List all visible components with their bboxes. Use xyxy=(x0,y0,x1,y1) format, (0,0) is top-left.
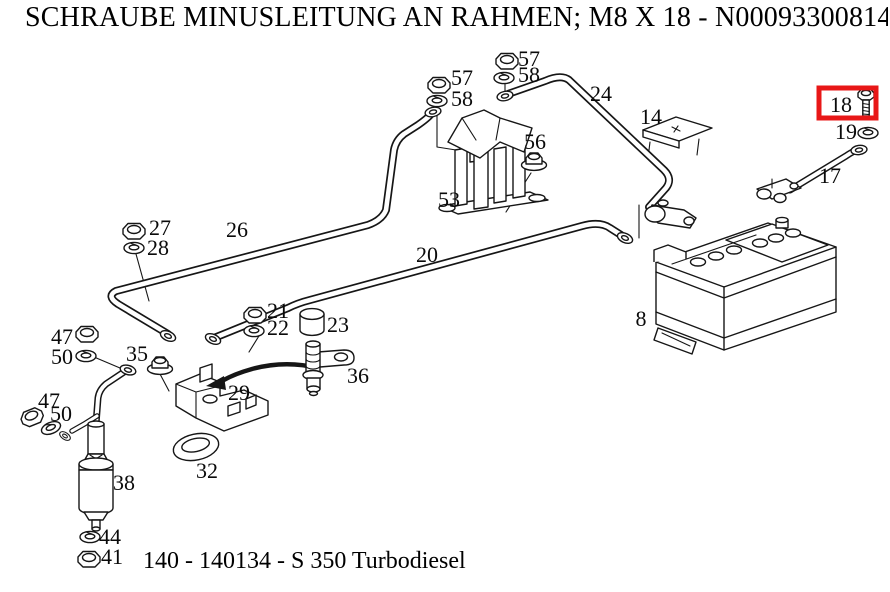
part-label-21[interactable]: 21 xyxy=(267,298,289,323)
part-label-47[interactable]: 47 xyxy=(38,388,60,413)
part-label-20[interactable]: 20 xyxy=(416,242,438,267)
part-label-47[interactable]: 47 xyxy=(51,324,73,349)
part-label-26[interactable]: 26 xyxy=(226,217,248,242)
part-41-nut xyxy=(77,550,101,568)
part-58-washer xyxy=(493,71,515,85)
part-label-57[interactable]: 57 xyxy=(518,46,540,71)
part-label-50[interactable]: 50 xyxy=(51,344,73,369)
part-53-holder xyxy=(438,109,549,215)
page-title: SCHRAUBE MINUSLEITUNG AN RAHMEN; M8 X 18… xyxy=(25,3,888,33)
part-22-washer xyxy=(243,324,265,338)
part-28-washer xyxy=(123,241,145,255)
part-label-27[interactable]: 27 xyxy=(149,215,171,240)
part-47-nut xyxy=(75,325,99,343)
part-label-36[interactable]: 36 xyxy=(347,363,369,388)
part-label-38[interactable]: 38 xyxy=(113,470,135,495)
part-57-nut xyxy=(427,76,451,94)
part-label-14[interactable]: 14 xyxy=(640,104,662,129)
cable-24 xyxy=(504,73,673,211)
part-label-53[interactable]: 53 xyxy=(438,187,460,212)
leader-lines xyxy=(93,83,700,392)
part-21-nut xyxy=(243,306,267,324)
part-label-29[interactable]: 29 xyxy=(228,380,250,405)
cable-17-clamp xyxy=(756,178,802,204)
cable-to-suppressor xyxy=(69,368,128,434)
part-label-50[interactable]: 50 xyxy=(50,401,72,426)
pointer-arrow xyxy=(206,361,321,390)
part-label-8[interactable]: 8 xyxy=(636,306,647,331)
part-label-18[interactable]: 18 xyxy=(830,92,852,117)
part-label-57[interactable]: 57 xyxy=(451,65,473,90)
part-27-nut xyxy=(122,222,146,240)
part-18-screw xyxy=(857,87,875,117)
highlight-box xyxy=(816,85,879,121)
part-label-41[interactable]: 41 xyxy=(101,544,123,569)
part-label-24[interactable]: 24 xyxy=(590,81,612,106)
part-36-stud xyxy=(302,340,355,397)
part-label-19[interactable]: 19 xyxy=(835,119,857,144)
part-label-58[interactable]: 58 xyxy=(451,86,473,111)
part-58-washer xyxy=(426,94,448,108)
part-label-22[interactable]: 22 xyxy=(267,315,289,340)
diagram-caption: 140 - 140134 - S 350 Turbodiesel xyxy=(143,548,466,574)
part-label-56[interactable]: 56 xyxy=(524,129,546,154)
part-57-nut xyxy=(495,52,519,70)
part-label-28[interactable]: 28 xyxy=(147,235,169,260)
part-19-washer xyxy=(857,126,879,140)
part-29-bracket xyxy=(175,363,269,432)
part-23-cap xyxy=(299,307,325,337)
part-label-23[interactable]: 23 xyxy=(327,312,349,337)
cable-26 xyxy=(107,110,435,338)
part-label-32[interactable]: 32 xyxy=(196,458,218,483)
cable-24-clamp xyxy=(644,199,697,229)
battery xyxy=(653,216,837,355)
part-label-44[interactable]: 44 xyxy=(99,524,121,549)
part-label-58[interactable]: 58 xyxy=(518,62,540,87)
part-label-35[interactable]: 35 xyxy=(126,341,148,366)
cable-20 xyxy=(210,219,625,342)
part-38-suppressor xyxy=(78,420,114,532)
part-35-flange-nut xyxy=(146,356,174,376)
part-50-washer xyxy=(75,349,97,363)
part-32-grommet xyxy=(172,432,220,462)
part-44-washer xyxy=(79,530,101,544)
part-label-17[interactable]: 17 xyxy=(819,163,841,188)
part-14-bracket xyxy=(642,116,713,149)
